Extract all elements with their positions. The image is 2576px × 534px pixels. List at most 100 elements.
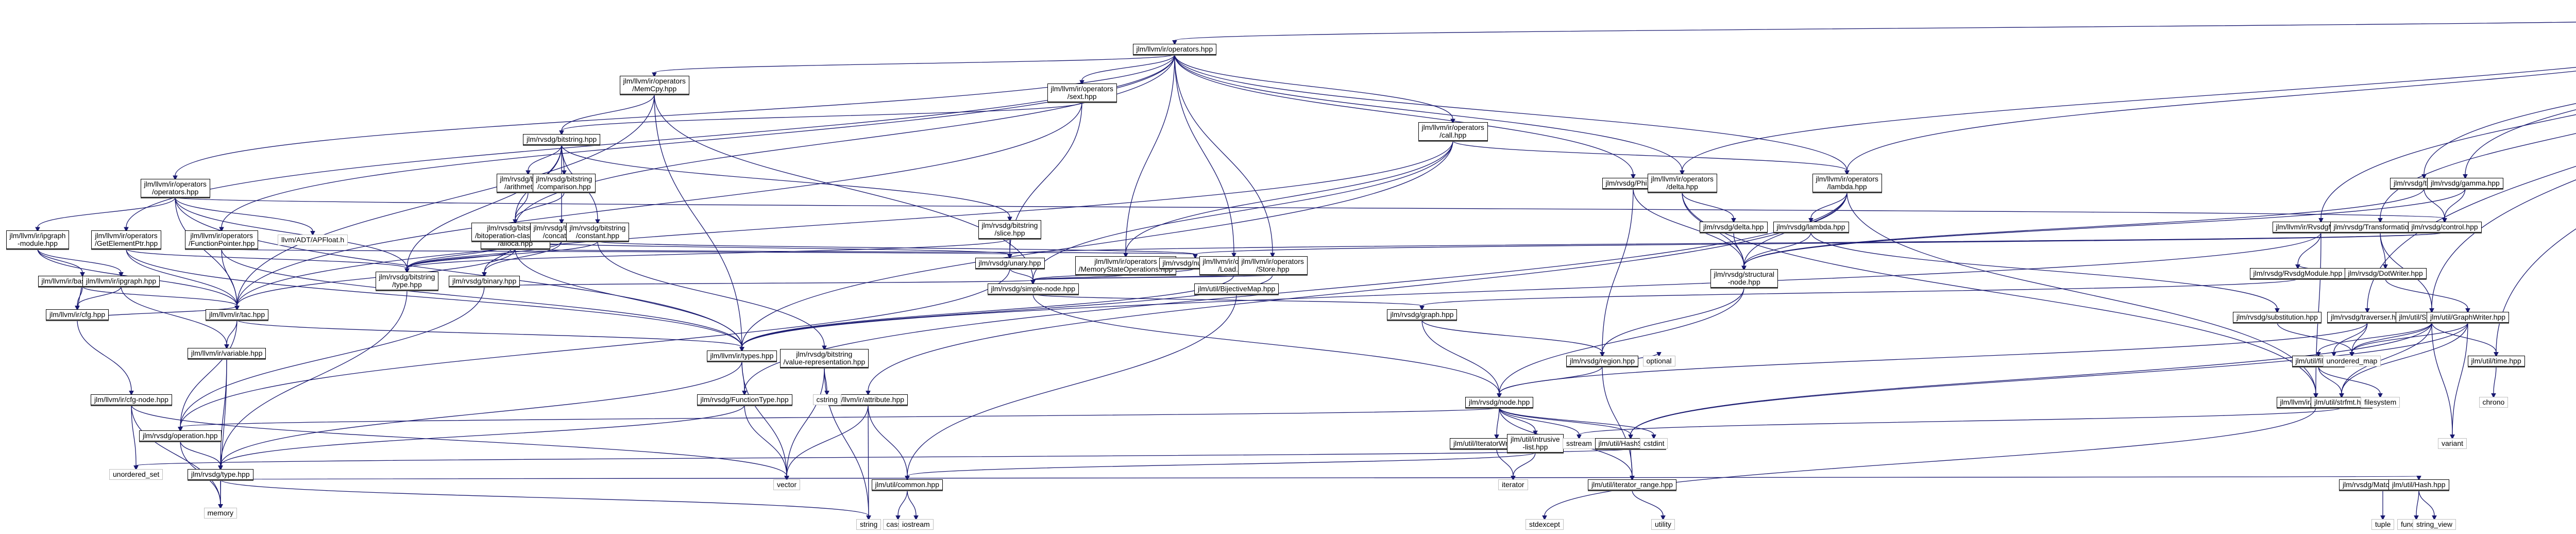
header-node[interactable]: jlm/llvm/ir/tac.hpp [206, 309, 269, 320]
arrowhead-icon [1419, 306, 1425, 311]
include-edge [515, 54, 1175, 228]
header-node[interactable]: jlm/rvsdg/region.hpp [1566, 355, 1639, 366]
header-node[interactable]: jlm/rvsdg/lambda.hpp [1773, 221, 1849, 232]
include-edge [1810, 192, 1848, 219]
header-node[interactable]: jlm/llvm/ir/attribute.hpp [828, 394, 908, 405]
header-node[interactable]: jlm/rvsdg/unary.hpp [975, 257, 1045, 269]
include-edge [2318, 322, 2432, 353]
header-node[interactable]: jlm/llvm/ir/operators /delta.hpp [1647, 174, 1717, 192]
header-node[interactable]: jlm/util/GraphWriter.hpp [2427, 311, 2510, 323]
header-node[interactable]: jlm/rvsdg/bitstring.hpp [523, 134, 601, 145]
include-edge [528, 144, 562, 171]
header-node[interactable]: jlm/llvm/ir/operators.hpp [1132, 43, 1217, 55]
header-node[interactable]: jlm/rvsdg/bitstring /comparison.hpp [532, 174, 596, 192]
header-node[interactable]: jlm/rvsdg/gamma.hpp [2427, 177, 2503, 189]
include-edge [2320, 114, 2576, 219]
arrowhead-icon [178, 427, 183, 432]
arrowhead-icon [1808, 218, 1814, 223]
include-edge [1602, 366, 1633, 476]
header-node[interactable]: jlm/rvsdg/bitstring /constant.hpp [566, 223, 630, 241]
header-node[interactable]: jlm/llvm/ir/operators /operators.hpp [140, 179, 210, 197]
header-node[interactable]: jlm/rvsdg/DotWriter.hpp [2344, 268, 2427, 279]
arrowhead-icon [2463, 174, 2468, 179]
arrowhead-icon [1007, 254, 1012, 259]
header-node[interactable]: jlm/rvsdg/FunctionType.hpp [697, 394, 792, 405]
include-edge [1544, 407, 2316, 516]
header-node[interactable]: jlm/rvsdg/node.hpp [1465, 396, 1534, 408]
include-edge [1743, 232, 1811, 266]
include-edge [1174, 54, 1683, 171]
include-edge [1630, 448, 1633, 476]
header-node[interactable]: jlm/rvsdg/operation.hpp [139, 430, 222, 441]
header-node[interactable]: jlm/rvsdg/control.hpp [2408, 221, 2482, 232]
include-edge [741, 140, 1453, 347]
include-edge [220, 475, 2419, 480]
arrowhead-icon [1511, 476, 1516, 481]
header-node[interactable]: jlm/llvm/ir/operators /sext.hpp [1047, 84, 1117, 102]
header-node[interactable]: jlm/rvsdg/structural -node.hpp [1710, 269, 1778, 288]
header-node[interactable]: jlm/llvm/ir/ipgraph.hpp [82, 275, 160, 287]
header-node[interactable]: jlm/llvm/ir/ipgraph -module.hpp [6, 230, 70, 249]
header-node[interactable]: jlm/util/Hash.hpp [2388, 479, 2449, 490]
include-edge [1633, 188, 1744, 266]
system-header-node: stdexcept [1526, 519, 1564, 530]
header-node[interactable]: jlm/llvm/ir/operators /GetElementPtr.hpp [91, 230, 162, 249]
header-node[interactable]: jlm/util/strfmt.hpp [2311, 396, 2372, 408]
include-edge [220, 405, 745, 466]
include-edge [1579, 407, 2342, 436]
header-node[interactable]: jlm/llvm/ir/operators /FunctionPointer.h… [185, 230, 259, 249]
include-edge [515, 192, 565, 220]
include-edge [175, 197, 408, 269]
arrowhead-icon [742, 391, 747, 396]
arrowhead-icon [2414, 515, 2419, 521]
header-node[interactable]: jlm/llvm/ir/cfg.hpp [46, 309, 109, 320]
header-node[interactable]: jlm/rvsdg/delta.hpp [1700, 221, 1768, 232]
arrowhead-icon [1631, 174, 1636, 179]
header-node[interactable]: jlm/rvsdg/bitstring /value-representatio… [779, 349, 869, 368]
include-edge [1032, 140, 1453, 280]
include-edge [744, 192, 1848, 391]
header-node[interactable]: jlm/util/intrusive -list.hpp [1507, 434, 1564, 453]
system-header-node: cstring [812, 394, 841, 405]
include-edge [406, 241, 598, 269]
header-node[interactable]: jlm/llvm/ir/operators /MemCpy.hpp [619, 76, 689, 94]
include-edge [654, 54, 1175, 73]
header-node[interactable]: jlm/llvm/ir/variable.hpp [188, 347, 266, 359]
system-header-node: iterator [1498, 479, 1528, 490]
include-edge [126, 248, 408, 269]
header-node[interactable]: jlm/rvsdg/bitstring /type.hpp [375, 272, 439, 290]
arrowhead-icon [1007, 216, 1012, 222]
arrowhead-icon [482, 272, 487, 277]
header-node[interactable]: jlm/rvsdg/binary.hpp [449, 275, 520, 287]
include-edge [2424, 103, 2576, 175]
header-node[interactable]: jlm/llvm/ir/operators /call.hpp [1418, 122, 1488, 141]
header-node[interactable]: jlm/rvsdg/type.hpp [188, 469, 253, 480]
header-node[interactable]: jlm/rvsdg/bitstring /slice.hpp [978, 220, 1042, 239]
arrowhead-icon [1231, 253, 1236, 258]
header-node[interactable]: jlm/util/iterator_range.hpp [1588, 479, 1676, 490]
header-node[interactable]: jlm/llvm/ir/operators /lambda.hpp [1812, 174, 1882, 192]
include-edge [131, 405, 137, 466]
arrowhead-icon [595, 219, 600, 225]
header-node[interactable]: jlm/rvsdg/traverser.hpp [2327, 311, 2408, 323]
header-node[interactable]: jlm/llvm/ir/types.hpp [706, 350, 777, 361]
header-node[interactable]: jlm/llvm/ir/cfg-node.hpp [91, 394, 172, 405]
arrowhead-icon [1731, 218, 1736, 223]
header-node[interactable]: jlm/util/BijectiveMap.hpp [1194, 283, 1279, 294]
include-edge [131, 405, 787, 476]
header-node[interactable]: jlm/rvsdg/substitution.hpp [2233, 311, 2321, 323]
include-edge [1009, 231, 2445, 255]
system-header-node: memory [204, 507, 238, 519]
header-node[interactable]: jlm/llvm/ir/operators /Store.hpp [1238, 256, 1308, 275]
system-header-node: string_view [2413, 519, 2456, 530]
include-edge [2367, 165, 2576, 309]
include-edge [1452, 140, 1848, 171]
header-node[interactable]: jlm/rvsdg/RvsdgModule.hpp [2249, 268, 2346, 279]
header-node[interactable]: jlm/rvsdg/simple-node.hpp [987, 283, 1079, 294]
header-node[interactable]: jlm/rvsdg/graph.hpp [1386, 309, 1458, 320]
include-edge [1421, 320, 1603, 353]
header-node[interactable]: jlm/util/time.hpp [2467, 355, 2525, 366]
header-node[interactable]: jlm/util/common.hpp [871, 479, 943, 490]
header-node[interactable]: jlm/rvsdg/Transformation.hpp [2330, 221, 2431, 232]
include-edge [135, 448, 1631, 466]
